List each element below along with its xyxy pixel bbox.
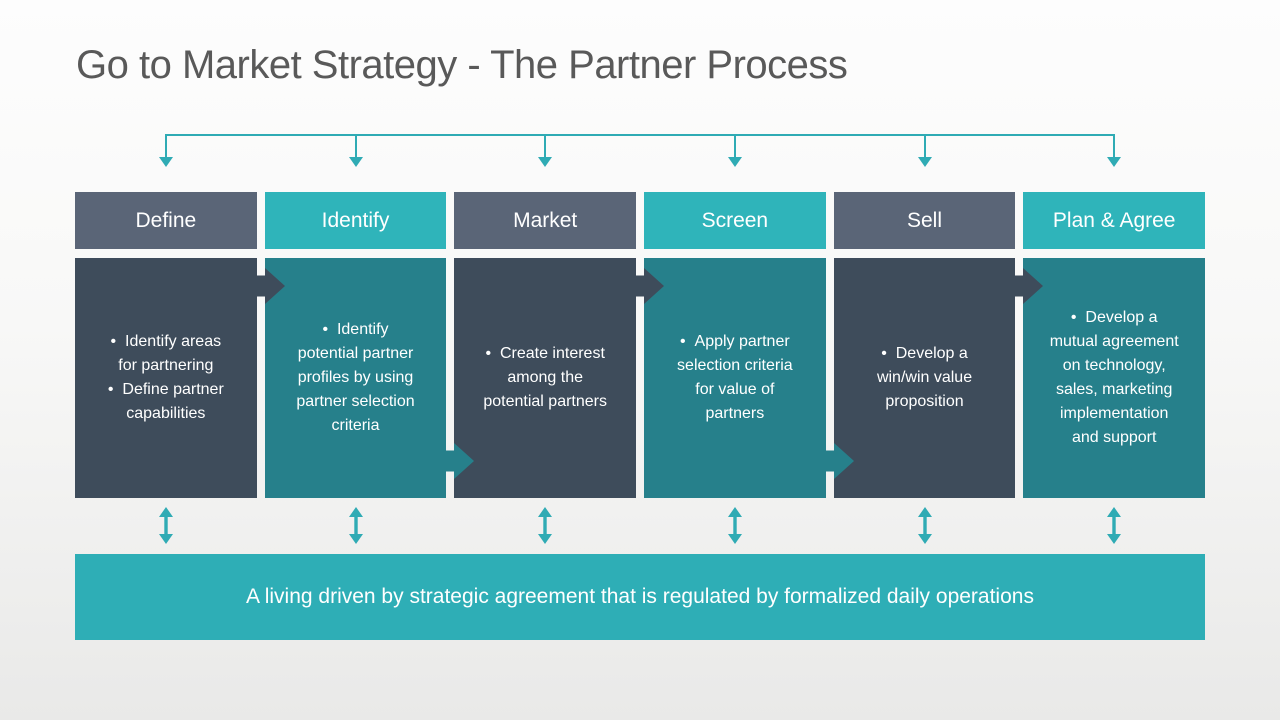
stage-header: Market xyxy=(454,192,637,249)
arrow-shape xyxy=(349,507,363,544)
column-market: Market Create interest among the potenti… xyxy=(454,192,637,498)
stage-body: Apply partner selection criteria for val… xyxy=(644,258,826,498)
arrow-shape xyxy=(918,507,932,544)
stage-body: Develop a win/win value proposition xyxy=(833,258,1016,498)
down-arrow-icon xyxy=(538,157,552,167)
connector-stub-1 xyxy=(165,134,167,158)
column-identify: Identify Identify potential partner prof… xyxy=(264,192,447,498)
bullet-item: Develop a win/win value proposition xyxy=(860,342,990,414)
arrow-shape xyxy=(255,268,285,304)
double-arrow-icon xyxy=(1107,507,1121,544)
column-define: Define Identify areas for partnering Def… xyxy=(75,192,257,498)
down-arrow-icon xyxy=(1107,157,1121,167)
arrow-shape xyxy=(634,268,664,304)
arrow-shape xyxy=(1013,268,1043,304)
double-arrow-icon xyxy=(159,507,173,544)
banner-text: A living driven by strategic agreement t… xyxy=(246,585,1034,608)
double-arrow-icon xyxy=(538,507,552,544)
stage-header: Sell xyxy=(833,192,1016,249)
flow-arrow-icon xyxy=(1013,268,1043,304)
double-arrow-icon xyxy=(918,507,932,544)
flow-arrow-icon xyxy=(634,268,664,304)
stage-header: Screen xyxy=(644,192,826,249)
flow-arrow-icon xyxy=(444,443,474,479)
arrow-shape xyxy=(728,507,742,544)
flow-arrow-icon xyxy=(824,443,854,479)
arrow-shape xyxy=(1107,507,1121,544)
arrow-shape xyxy=(444,443,474,479)
stage-body: Identify areas for partnering Define par… xyxy=(75,258,257,498)
connector-horizontal-line xyxy=(166,134,1114,136)
column-screen: Screen Apply partner selection criteria … xyxy=(644,192,826,498)
arrow-shape xyxy=(538,507,552,544)
down-arrow-icon xyxy=(159,157,173,167)
bullet-item: Develop a mutual agreement on technology… xyxy=(1049,306,1179,450)
stage-body: Identify potential partner profiles by u… xyxy=(264,258,447,498)
bullet-item: Define partner capabilities xyxy=(101,378,231,426)
bullet-item: Create interest among the potential part… xyxy=(480,342,610,414)
double-arrow-icon xyxy=(728,507,742,544)
process-columns: Define Identify areas for partnering Def… xyxy=(75,192,1206,498)
bottom-banner: A living driven by strategic agreement t… xyxy=(75,554,1205,640)
double-arrow-icon xyxy=(349,507,363,544)
column-sell: Sell Develop a win/win value proposition xyxy=(833,192,1016,498)
arrow-shape xyxy=(159,507,173,544)
connector-stub-3 xyxy=(544,134,546,158)
down-arrow-icon xyxy=(349,157,363,167)
bullet-item: Identify potential partner profiles by u… xyxy=(291,318,421,438)
bullet-item: Apply partner selection criteria for val… xyxy=(670,330,800,426)
stage-body: Create interest among the potential part… xyxy=(454,258,637,498)
stage-header: Define xyxy=(75,192,257,249)
arrow-shape xyxy=(824,443,854,479)
connector-stub-4 xyxy=(734,134,736,158)
column-plan-agree: Plan & Agree Develop a mutual agreement … xyxy=(1023,192,1206,498)
stage-body: Develop a mutual agreement on technology… xyxy=(1023,258,1206,498)
flow-arrow-icon xyxy=(255,268,285,304)
down-arrow-icon xyxy=(918,157,932,167)
down-arrow-icon xyxy=(728,157,742,167)
connector-stub-2 xyxy=(355,134,357,158)
page-title: Go to Market Strategy - The Partner Proc… xyxy=(76,43,848,87)
bullet-item: Identify areas for partnering xyxy=(101,330,231,378)
connector-stub-5 xyxy=(924,134,926,158)
stage-header: Plan & Agree xyxy=(1023,192,1206,249)
stage-header: Identify xyxy=(264,192,447,249)
connector-stub-6 xyxy=(1113,134,1115,158)
